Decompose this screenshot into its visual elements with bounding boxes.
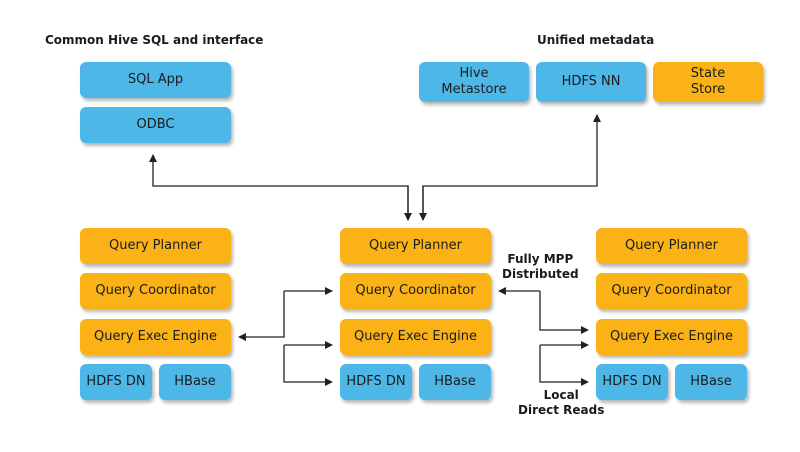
coordinator-to-right-exec-arrow [539, 291, 589, 334]
hbase-label: HBase [690, 374, 732, 389]
query-exec-engine-label: Query Exec Engine [94, 329, 217, 344]
metadata-heading: Unified metadata [537, 33, 655, 47]
hdfs-dn-label: HDFS DN [86, 374, 146, 389]
hbase-box-center: HBase [419, 364, 491, 400]
query-coordinator-label: Query Coordinator [611, 283, 732, 298]
hdfs-nn-box: HDFS NN [536, 62, 646, 102]
hive-metastore-label-line2: Metastore [441, 82, 507, 97]
query-coordinator-label: Query Coordinator [355, 283, 476, 298]
hdfs-dn-box-center: HDFS DN [340, 364, 412, 400]
fully-mpp-line1: Fully MPP [507, 252, 574, 266]
query-exec-engine-box-center: Query Exec Engine [340, 319, 491, 355]
query-exec-engine-box-right: Query Exec Engine [596, 319, 747, 355]
center-local-read-hdfs-arrow [283, 345, 333, 386]
odbc-box: ODBC [80, 107, 231, 143]
hbase-label: HBase [434, 374, 476, 389]
local-direct-reads-line1: Local [543, 388, 579, 402]
local-direct-reads-annotation: Local Direct Reads [518, 388, 604, 418]
query-coordinator-box-left: Query Coordinator [80, 273, 231, 309]
sql-app-label: SQL App [127, 72, 184, 87]
hdfs-dn-box-left: HDFS DN [80, 364, 152, 400]
hive-metastore-label-line1: Hive [459, 66, 489, 81]
query-coordinator-label: Query Coordinator [95, 283, 216, 298]
query-coordinator-box-center: Query Coordinator [340, 273, 491, 309]
odbc-to-planner-arrow [149, 154, 409, 220]
state-store-label-line1: State [690, 66, 726, 81]
state-store-box: State Store [653, 62, 763, 102]
query-planner-label: Query Planner [369, 238, 462, 253]
state-store-label-line2: Store [690, 82, 726, 97]
hbase-box-left: HBase [159, 364, 231, 400]
fully-mpp-annotation: Fully MPP Distributed [502, 252, 579, 282]
hbase-box-right: HBase [675, 364, 747, 400]
query-exec-engine-label: Query Exec Engine [354, 329, 477, 344]
query-planner-box-right: Query Planner [596, 228, 747, 264]
hdfs-nn-label: HDFS NN [561, 74, 621, 89]
hdfs-dn-label: HDFS DN [346, 374, 406, 389]
hbase-label: HBase [174, 374, 216, 389]
hive-metastore-box: Hive Metastore [419, 62, 529, 102]
query-planner-box-center: Query Planner [340, 228, 491, 264]
coordinator-to-left-exec-arrow [238, 291, 285, 341]
query-exec-engine-label: Query Exec Engine [610, 329, 733, 344]
odbc-label: ODBC [136, 117, 175, 132]
query-planner-label: Query Planner [625, 238, 718, 253]
hdfs-dn-box-right: HDFS DN [596, 364, 668, 400]
fully-mpp-line2: Distributed [502, 267, 579, 281]
query-planner-label: Query Planner [109, 238, 202, 253]
right-local-read-hdfs-arrow [539, 345, 589, 386]
client-heading: Common Hive SQL and interface [45, 33, 264, 47]
local-direct-reads-line2: Direct Reads [518, 403, 605, 417]
planner-to-metadata-arrow [422, 114, 601, 220]
query-coordinator-box-right: Query Coordinator [596, 273, 747, 309]
query-planner-box-left: Query Planner [80, 228, 231, 264]
sql-app-box: SQL App [80, 62, 231, 98]
hdfs-dn-label: HDFS DN [602, 374, 662, 389]
query-exec-engine-box-left: Query Exec Engine [80, 319, 231, 355]
